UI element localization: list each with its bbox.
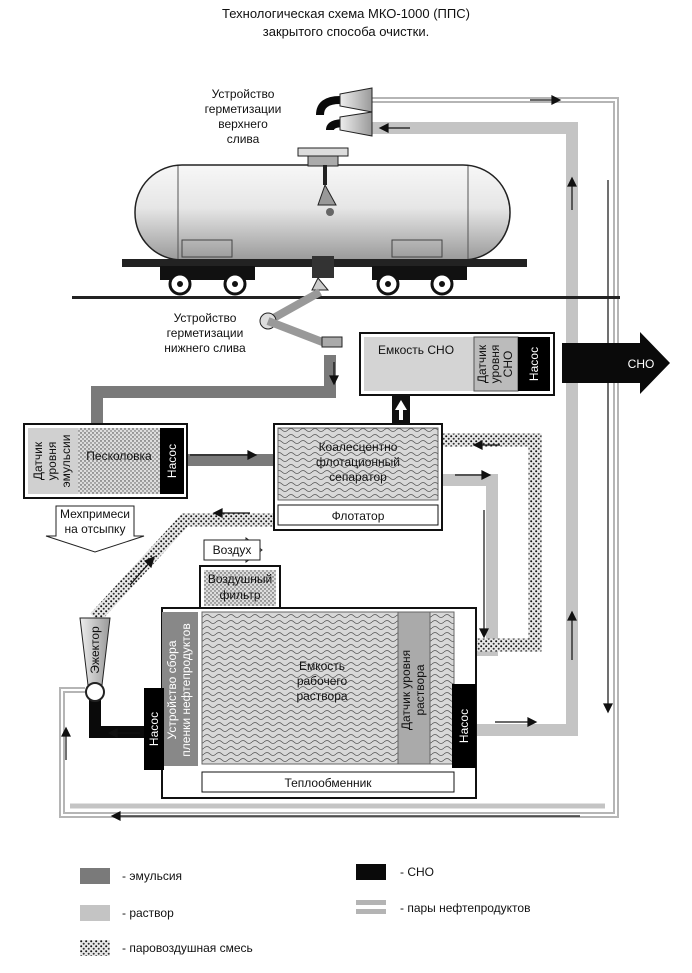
legend-solution: - раствор: [122, 906, 174, 920]
separator: Коалесцентно флотационный сепаратор Флот…: [273, 423, 443, 531]
sand-trap: Датчик уровня эмульсии Песколовка Насос: [23, 423, 188, 499]
svg-text:Датчик: Датчик: [31, 441, 45, 480]
svg-text:Датчик: Датчик: [475, 344, 489, 383]
cno-pump-label: Насос: [527, 347, 541, 381]
svg-text:уровня: уровня: [45, 442, 59, 481]
svg-text:на отсыпку: на отсыпку: [65, 522, 126, 536]
svg-text:раствора: раствора: [296, 689, 347, 703]
lower-seal-label: Устройство герметизации нижнего слива: [164, 311, 246, 355]
ejector: Эжектор: [79, 617, 111, 702]
svg-text:герметизации: герметизации: [205, 102, 282, 116]
svg-text:СНО: СНО: [501, 351, 515, 378]
svg-text:Устройство сбора: Устройство сбора: [165, 640, 179, 739]
cno-out-label: СНО: [628, 357, 655, 371]
svg-text:Датчик уровня: Датчик уровня: [399, 650, 413, 730]
flow-arrows: [61, 95, 613, 821]
sand-pump-label: Насос: [165, 444, 179, 478]
work-tank: Устройство сбора пленки нефтепродуктов Е…: [144, 607, 477, 799]
heat-exchanger-label: Теплообменник: [284, 776, 372, 790]
svg-text:верхнего: верхнего: [218, 117, 268, 131]
title-line-2: закрытого способа очистки.: [263, 24, 429, 39]
svg-text:герметизации: герметизации: [167, 326, 244, 340]
svg-text:сепаратор: сепаратор: [329, 470, 387, 484]
svg-text:Емкость: Емкость: [299, 659, 345, 673]
vapor-lines: [59, 97, 619, 818]
tank-pump-label: Насос: [457, 709, 471, 743]
svg-text:раствора: раствора: [413, 664, 427, 715]
svg-text:рабочего: рабочего: [297, 674, 348, 688]
tank-car: [72, 87, 620, 348]
svg-text:эмульсии: эмульсии: [59, 435, 73, 488]
legend-vapors: - пары нефтепродуктов: [400, 901, 530, 915]
flotator-label: Флотатор: [332, 509, 385, 523]
svg-text:флотационный: флотационный: [316, 455, 400, 469]
film-pump-label: Насос: [147, 712, 161, 746]
svg-text:уровня: уровня: [488, 345, 502, 384]
legend-emulsion: - эмульсия: [122, 869, 182, 883]
air-filter: Воздушный фильтр: [199, 565, 281, 611]
svg-text:Коалесцентно: Коалесцентно: [319, 440, 398, 454]
svg-text:нижнего слива: нижнего слива: [164, 341, 246, 355]
svg-text:Емкость СНО: Емкость СНО: [378, 343, 454, 357]
svg-text:Устройство: Устройство: [174, 311, 237, 325]
svg-text:Воздушный: Воздушный: [208, 572, 272, 586]
svg-text:Устройство: Устройство: [212, 87, 275, 101]
emulsion-lines: [91, 355, 336, 466]
air-arrow: Воздух: [203, 537, 263, 563]
legend-steam-air: - паровоздушная смесь: [122, 941, 253, 955]
svg-text:Воздух: Воздух: [213, 543, 252, 557]
legend-cno: - СНО: [400, 865, 434, 879]
upper-seal-label: Устройство герметизации верхнего слива: [205, 87, 282, 146]
svg-text:Песколовка: Песколовка: [86, 449, 152, 463]
svg-text:слива: слива: [227, 132, 260, 146]
svg-text:фильтр: фильтр: [219, 588, 260, 602]
legend: - эмульсия - раствор - паровоздушная сме…: [80, 864, 530, 956]
steam-air-lines: [90, 433, 542, 652]
impurities-arrow: Мехпримеси на отсыпку: [45, 505, 145, 553]
cno-tank: Емкость СНО Датчик уровня СНО Насос СНО: [359, 332, 670, 425]
svg-text:пленки нефтепродуктов: пленки нефтепродуктов: [179, 623, 193, 756]
svg-text:Эжектор: Эжектор: [88, 626, 102, 674]
svg-text:Мехпримеси: Мехпримеси: [60, 507, 130, 521]
title-line-1: Технологическая схема МКО-1000 (ППС): [222, 6, 470, 21]
